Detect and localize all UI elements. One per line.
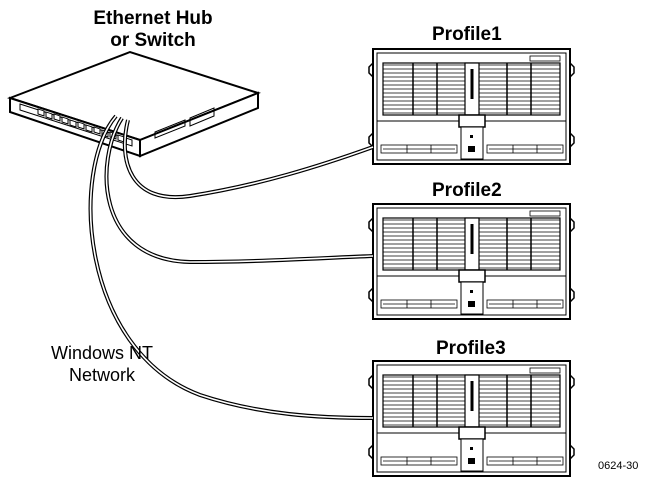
ethernet-hub-icon (6, 50, 261, 158)
network-cable (88, 114, 374, 420)
profile3-label: Profile3 (436, 338, 506, 359)
profile1-label: Profile1 (432, 24, 502, 45)
figure-id: 0624-30 (598, 460, 639, 472)
profile-server-icon (367, 202, 576, 321)
profile-server-icon (367, 359, 576, 477)
hub-title-line1: Ethernet Hub (93, 8, 213, 29)
profile-server-icon (367, 47, 576, 166)
profile2-label: Profile2 (432, 180, 502, 201)
hub-title: Ethernet Hub or Switch (78, 8, 228, 52)
hub-title-line2: or Switch (110, 30, 196, 51)
network-label-line1: Windows NT (50, 343, 153, 363)
network-label-line2: Network (68, 365, 135, 385)
network-label: Windows NT Network (22, 342, 182, 386)
